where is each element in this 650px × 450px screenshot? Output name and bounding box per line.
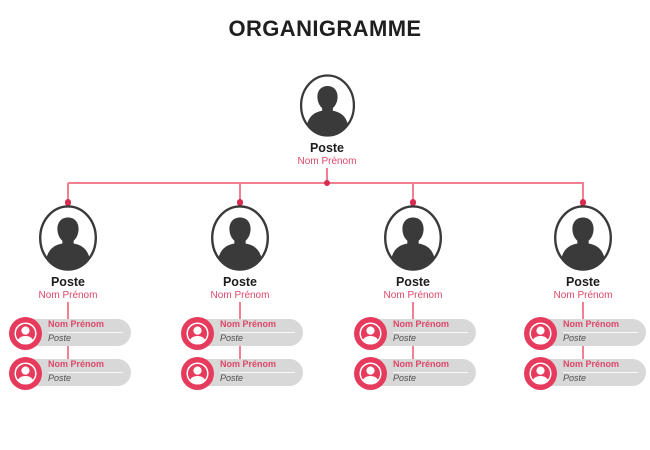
connector-dot [579,199,587,206]
branch-poste-label: Poste [222,275,258,289]
connector-drop [412,182,414,203]
member-poste-label: Poste [48,333,72,343]
connector-drop [67,182,69,203]
branch-column: Poste Nom Prénom Nom Prénom Poste Nom Pr… [513,205,650,405]
person-badge-icon [9,357,42,390]
connector-root-drop [326,168,328,183]
org-root-node: Poste Nom Prénom [257,74,397,167]
member-poste-label: Poste [220,373,244,383]
member-name-label: Nom Prénom [220,359,295,373]
branch-name-label: Nom Prénom [210,290,270,301]
connector-dot [236,199,244,206]
member-name-label: Nom Prénom [563,319,638,333]
member-poste-label: Poste [563,373,587,383]
page-title: ORGANIGRAMME [228,16,422,41]
person-silhouette-icon [39,205,97,271]
member-poste-label: Poste [220,333,244,343]
member-name-label: Nom Prénom [220,319,295,333]
branch-name-label: Nom Prénom [553,290,613,301]
member-poste-label: Poste [48,373,72,383]
branch-column: Poste Nom Prénom Nom Prénom Poste Nom Pr… [170,205,310,405]
member-card: Nom Prénom Poste [9,317,133,350]
member-poste-label: Poste [393,373,417,383]
connector-drop [582,182,584,203]
branch-poste-label: Poste [565,275,601,289]
member-poste-label: Poste [563,333,587,343]
person-badge-icon [9,317,42,350]
member-card: Nom Prénom Poste [524,357,648,390]
person-badge-icon [524,317,557,350]
person-badge-icon [181,317,214,350]
member-name-label: Nom Prénom [393,319,468,333]
person-silhouette-icon [299,74,355,137]
branch-column: Poste Nom Prénom Nom Prénom Poste Nom Pr… [343,205,483,405]
person-silhouette-icon [384,205,442,271]
connector-drop [239,182,241,203]
person-badge-icon [354,317,387,350]
branch-name-label: Nom Prénom [38,290,98,301]
member-poste-label: Poste [393,333,417,343]
member-card: Nom Prénom Poste [354,317,478,350]
connector-dot [409,199,417,206]
branch-poste-label: Poste [395,275,431,289]
branch-name-label: Nom Prénom [383,290,443,301]
member-card: Nom Prénom Poste [9,357,133,390]
member-name-label: Nom Prénom [563,359,638,373]
member-card: Nom Prénom Poste [524,317,648,350]
branch-poste-label: Poste [50,275,86,289]
person-silhouette-icon [211,205,269,271]
root-poste-label: Poste [309,141,345,155]
root-name-label: Nom Prénom [297,156,357,167]
connector-dot [323,179,331,187]
member-card: Nom Prénom Poste [181,317,305,350]
member-name-label: Nom Prénom [48,319,123,333]
connector-dot [64,199,72,206]
branch-column: Poste Nom Prénom Nom Prénom Poste Nom Pr… [0,205,138,405]
person-silhouette-icon [554,205,612,271]
person-badge-icon [181,357,214,390]
member-name-label: Nom Prénom [393,359,468,373]
member-name-label: Nom Prénom [48,359,123,373]
person-badge-icon [354,357,387,390]
member-card: Nom Prénom Poste [181,357,305,390]
member-card: Nom Prénom Poste [354,357,478,390]
person-badge-icon [524,357,557,390]
